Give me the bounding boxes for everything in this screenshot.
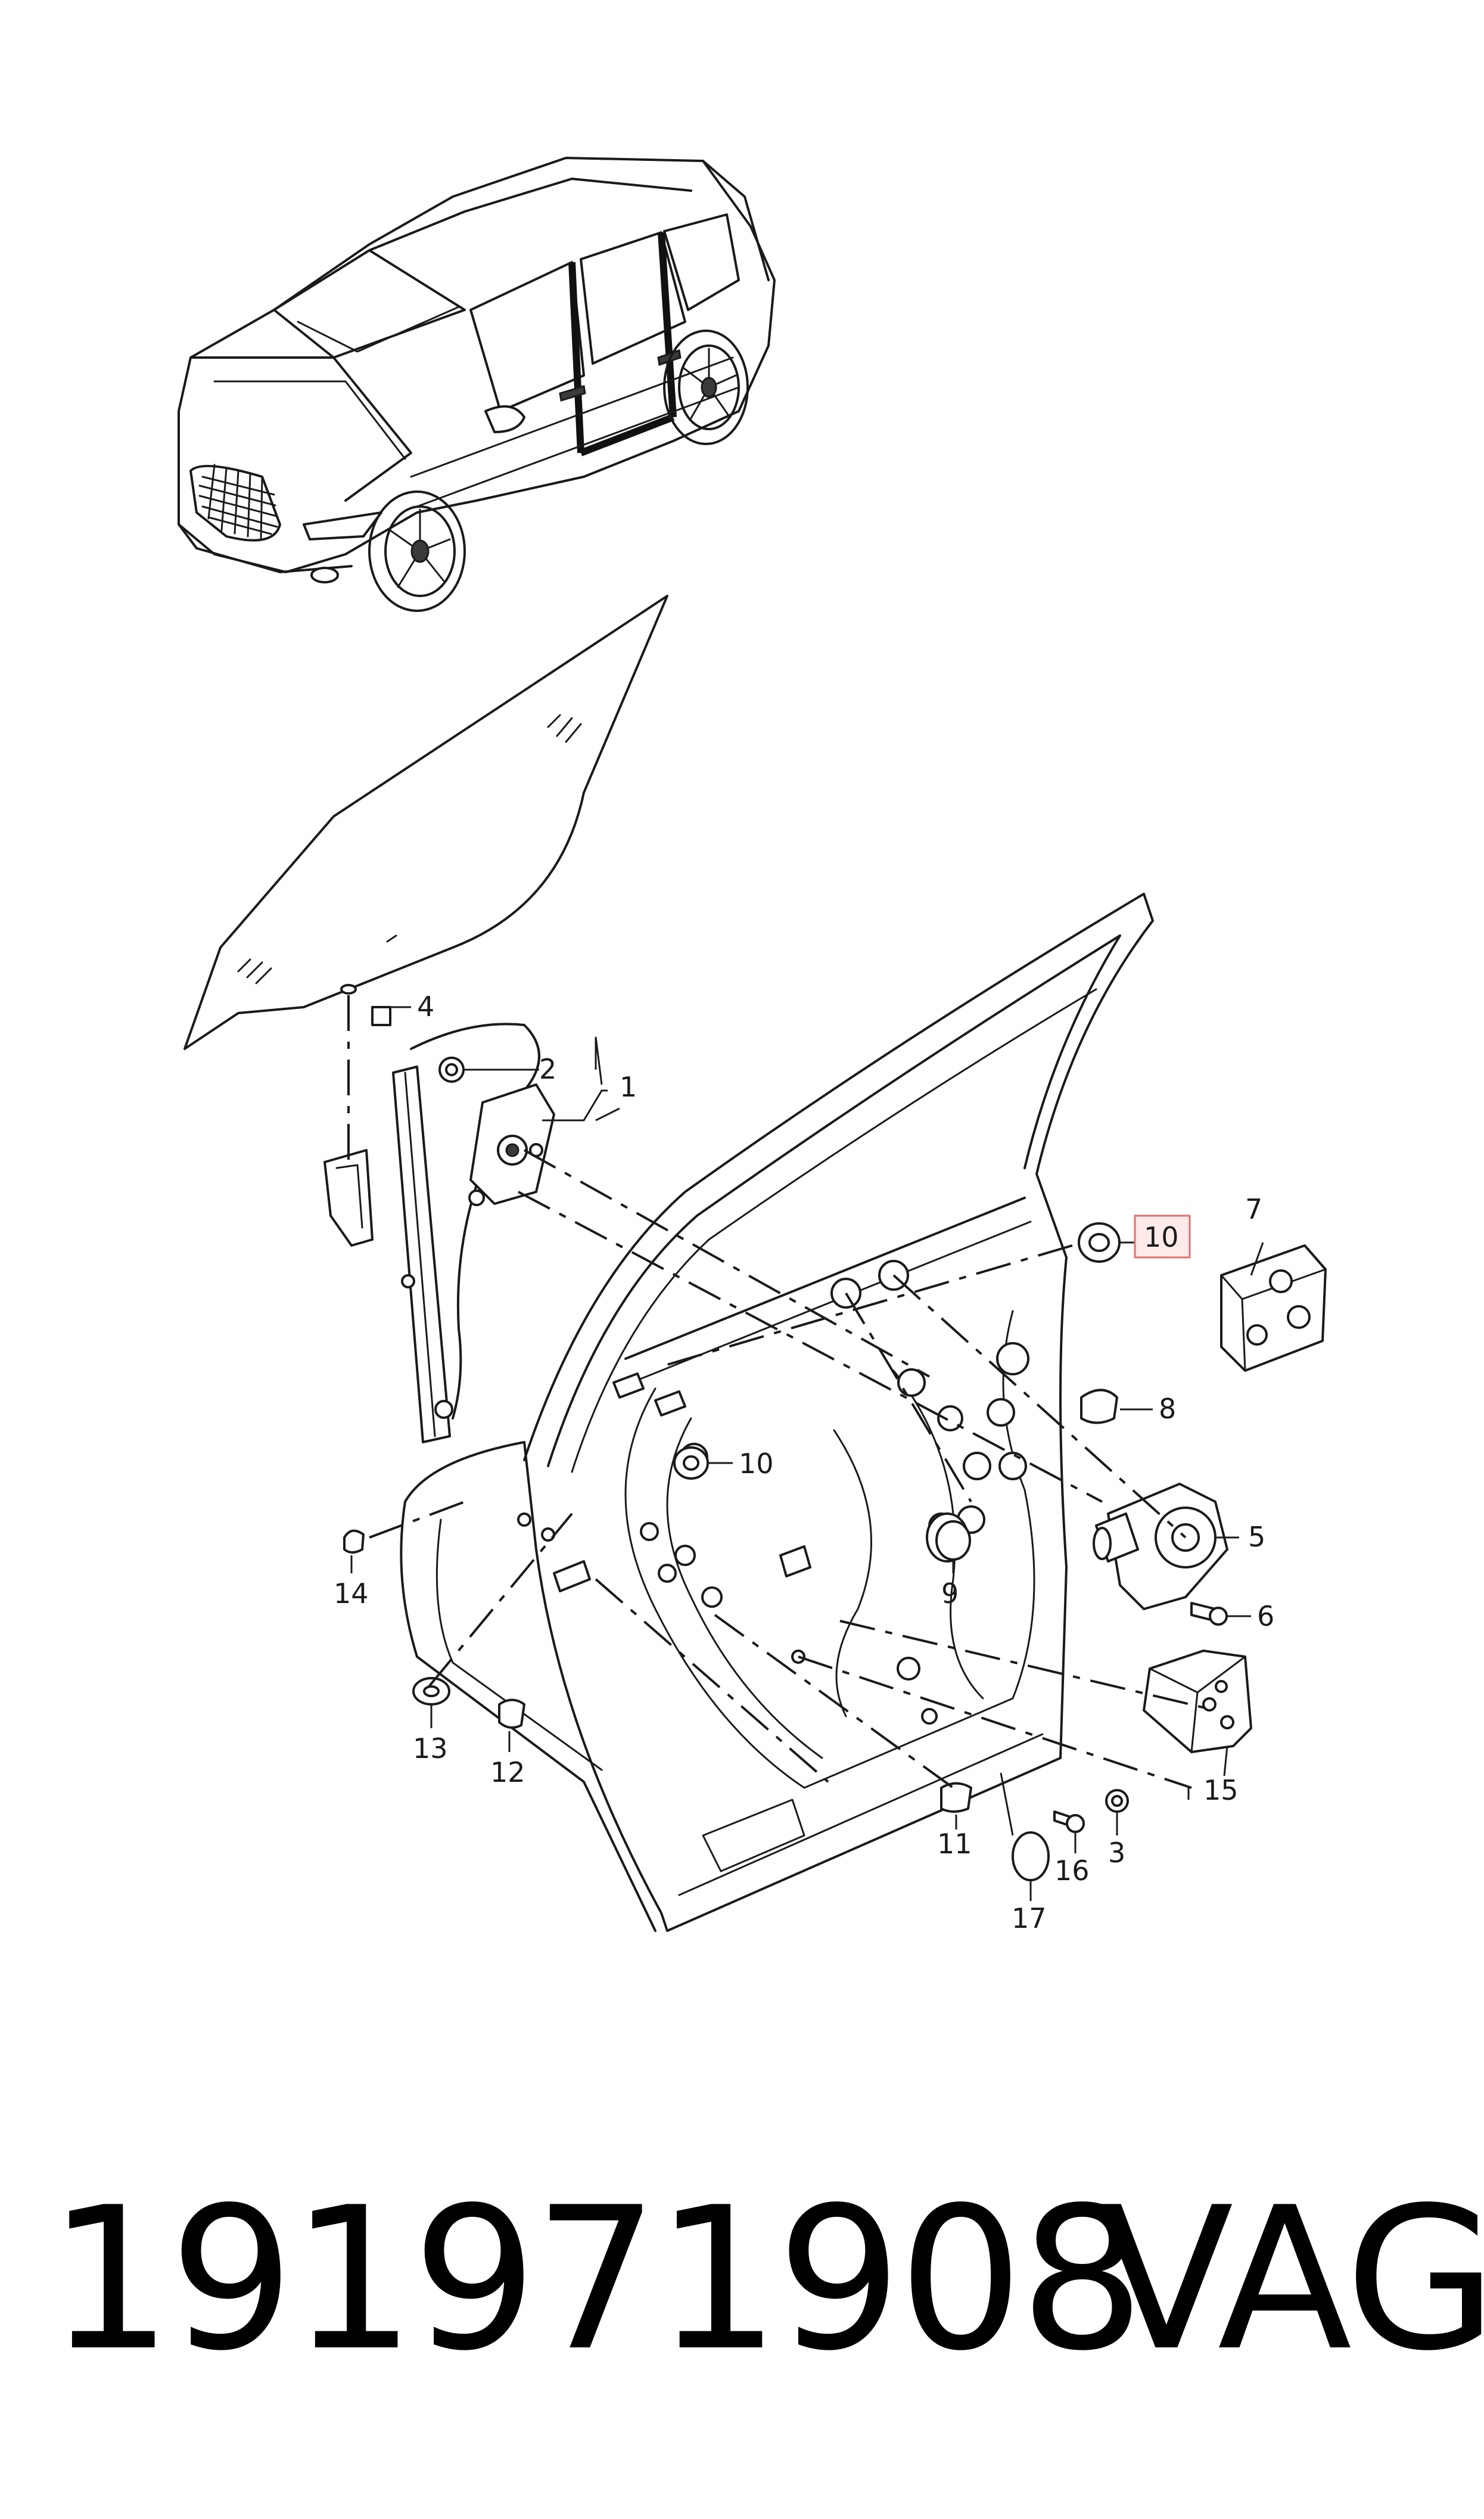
bracket (1143, 1650, 1252, 1753)
callout-10: 10 (739, 1448, 774, 1480)
window-glass (183, 595, 668, 1050)
part-number: 191971908 (48, 2165, 1145, 2394)
callout-6: 6 (1257, 1600, 1274, 1632)
callout-10-highlighted: 10 (1144, 1221, 1179, 1253)
callout-4: 4 (417, 990, 434, 1023)
assembly-lines (347, 995, 1216, 1789)
callout-16: 16 (1054, 1855, 1090, 1887)
callout-15: 15 (1203, 1774, 1239, 1806)
callout-7: 7 (1245, 1193, 1262, 1225)
callout-labels: 4 2 1 10 7 8 10 5 9 6 14 15 13 12 11 16 … (334, 990, 1274, 1934)
leader-lines (350, 1006, 1264, 1901)
callout-3: 3 (1108, 1837, 1125, 1869)
brand-label: VAG (1099, 2165, 1484, 2394)
callout-14: 14 (334, 1577, 369, 1610)
window-regulator (323, 1023, 555, 1443)
window-motor (1093, 1483, 1228, 1610)
callout-5: 5 (1248, 1521, 1265, 1553)
callout-11: 11 (937, 1828, 972, 1860)
car-illustration (178, 157, 776, 612)
highlight-box (1134, 1215, 1191, 1259)
callout-17: 17 (1012, 1902, 1047, 1934)
fasteners (343, 1006, 1228, 1881)
callout-2: 2 (539, 1053, 556, 1085)
callout-9: 9 (941, 1577, 959, 1610)
control-unit (1220, 1244, 1327, 1372)
callout-13: 13 (413, 1732, 448, 1765)
callout-1: 1 (620, 1071, 637, 1103)
callout-8: 8 (1159, 1393, 1176, 1425)
callout-12: 12 (490, 1756, 525, 1788)
